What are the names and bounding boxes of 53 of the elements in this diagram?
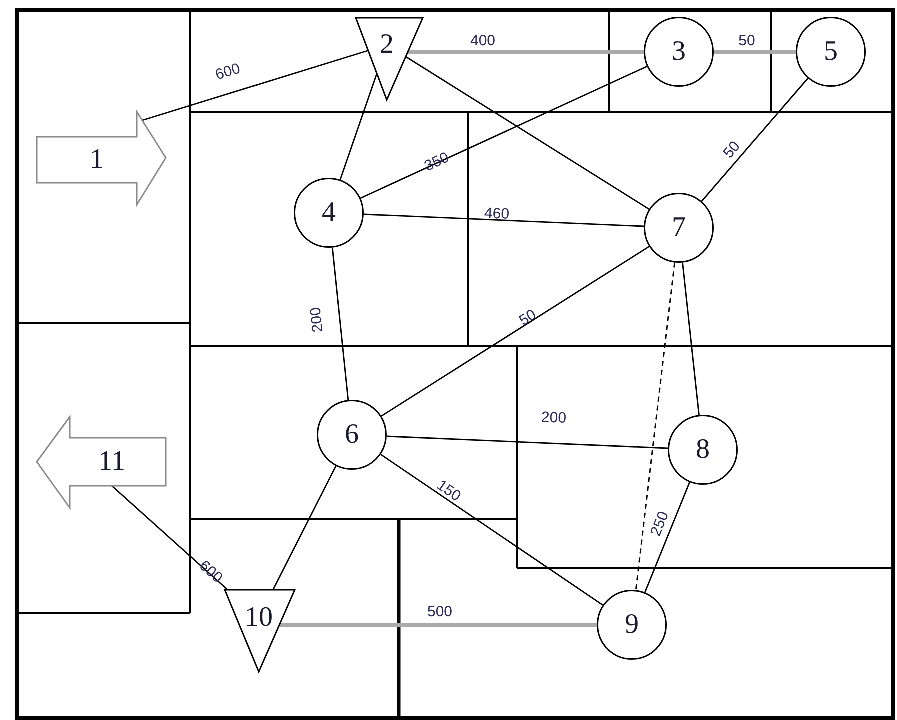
arrow-node [37, 112, 166, 205]
triangle-node [225, 590, 295, 672]
dashed-connector [635, 262, 676, 590]
circle-node [644, 17, 714, 87]
circle-node [597, 590, 667, 660]
edge-label: 150 [434, 478, 464, 504]
node-number: 2 [380, 31, 394, 59]
node-number: 11 [98, 448, 126, 476]
connector-line [360, 66, 648, 200]
connector-line [332, 248, 350, 400]
connector-line [381, 246, 650, 417]
edge-label: 600 [196, 558, 226, 586]
node-number: 1 [90, 146, 104, 174]
connector-line [112, 485, 228, 591]
edge-label: 200 [541, 410, 567, 426]
edge-label: 500 [427, 604, 453, 620]
connector-line [380, 454, 604, 606]
edge-label: 50 [516, 307, 540, 329]
connector-line [140, 50, 369, 122]
circle-node [317, 400, 387, 470]
connector-line [408, 50, 644, 54]
circle-node [294, 178, 364, 248]
connector-line [714, 50, 796, 54]
edge-label: 460 [484, 206, 510, 222]
node-number: 6 [345, 421, 359, 449]
node-number: 3 [672, 38, 686, 66]
circle-node [668, 415, 738, 485]
edge-label: 600 [214, 61, 242, 83]
node-number: 8 [696, 436, 710, 464]
triangle-node [356, 18, 423, 100]
node-number: 4 [322, 199, 336, 227]
connector-line [682, 262, 700, 416]
edge-label: 50 [720, 138, 744, 162]
connector-line [280, 623, 597, 627]
node-number: 5 [824, 38, 838, 66]
circle-node [644, 193, 714, 263]
circle-node [796, 17, 866, 87]
connector-line [340, 74, 378, 180]
edge-label: 350 [422, 150, 452, 174]
connector-line [272, 466, 337, 590]
connector-line [406, 56, 650, 210]
arrow-node [37, 417, 166, 508]
node-number: 10 [245, 604, 273, 632]
edge-label: 250 [648, 510, 672, 538]
connector-line [644, 482, 690, 593]
edge-label: 400 [470, 34, 496, 48]
connector-line [364, 214, 644, 228]
connector-line [386, 436, 668, 450]
edge-label: 50 [738, 34, 756, 48]
connector-line [701, 78, 809, 202]
node-number: 7 [672, 214, 686, 242]
edge-label: 200 [308, 306, 326, 334]
node-number: 9 [625, 611, 639, 639]
